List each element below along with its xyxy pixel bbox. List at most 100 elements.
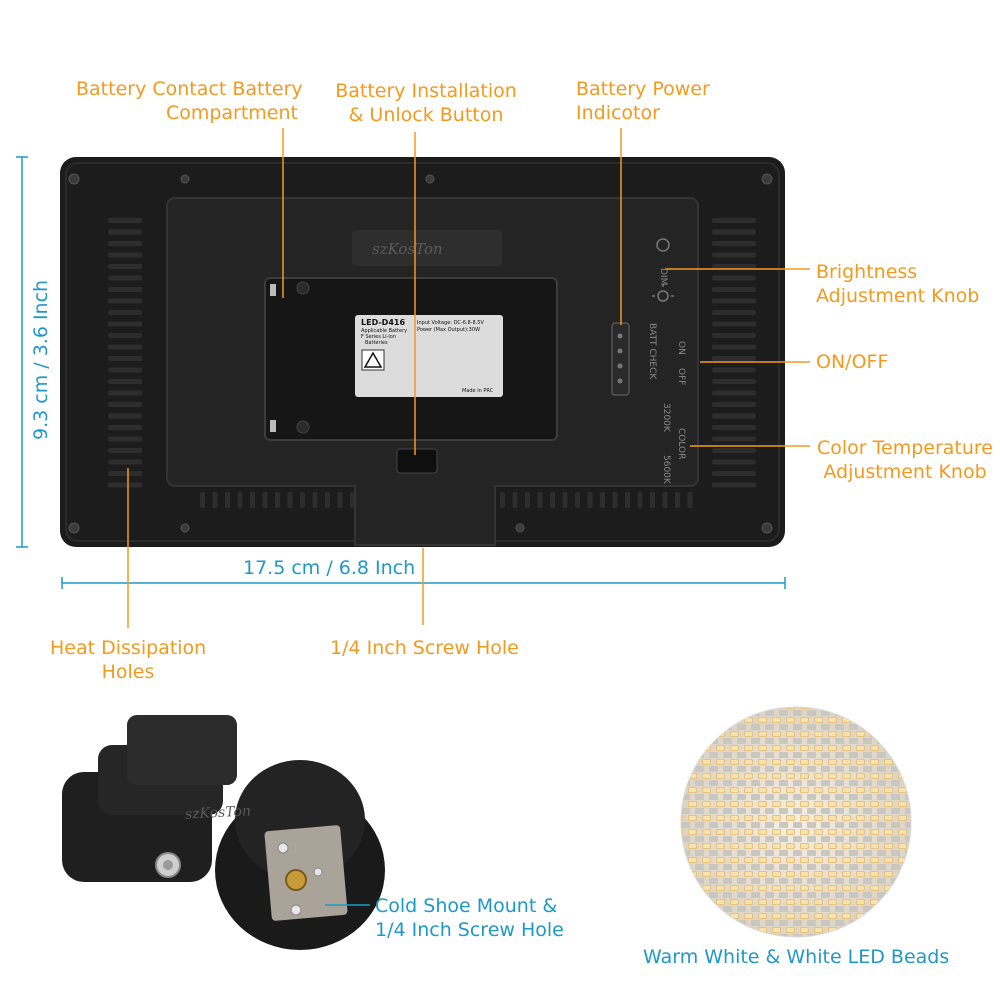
brightness-icons xyxy=(652,238,674,302)
vent-slot xyxy=(108,402,142,407)
vent-slot xyxy=(712,275,756,281)
vent-slot xyxy=(525,492,530,508)
vent-slot xyxy=(712,264,756,269)
vent-slot xyxy=(108,252,142,258)
vent-slot xyxy=(108,344,142,350)
unlock-button xyxy=(396,448,438,474)
label-on-off: ON/OFF xyxy=(816,351,889,373)
vent-slot xyxy=(675,492,680,508)
vent-slot xyxy=(712,436,756,442)
sticker-battery-type: F Series Li-ion xyxy=(361,334,397,340)
switch-label-on: ON xyxy=(676,341,686,355)
vent-slot xyxy=(108,356,142,361)
vent-slot xyxy=(712,390,756,396)
cold-shoe-mount xyxy=(62,715,385,950)
vent-slot xyxy=(712,413,756,419)
vent-slot xyxy=(712,298,756,304)
switch-label-color: COLOR xyxy=(676,428,686,460)
vent-slot xyxy=(108,275,142,281)
vent-slot xyxy=(712,310,756,315)
vent-slot xyxy=(712,333,756,338)
vent-slot xyxy=(200,492,205,508)
label-battery-install: Battery Installation & Unlock Button xyxy=(335,80,517,126)
vent-slot xyxy=(108,390,142,396)
switch-label-5600k: 5600K xyxy=(661,455,671,484)
vent-slot xyxy=(108,459,142,465)
vent-slot xyxy=(500,492,505,508)
vent-slot xyxy=(712,402,756,407)
vent-slot xyxy=(650,492,655,508)
vent-slot xyxy=(250,492,255,508)
vent-slot xyxy=(287,492,293,508)
label-battery-power: Battery Power Indicotor xyxy=(576,78,710,124)
corner-screws xyxy=(68,173,773,534)
label-color-temp: Color Temperature Adjustment Knob xyxy=(816,437,993,483)
sticker-voltage: Input Voltage: DC-6.8-8.5V xyxy=(417,320,484,326)
vent-slot xyxy=(712,448,756,453)
vent-slot xyxy=(275,492,280,508)
label-heat: Heat Dissipation Holes xyxy=(50,637,207,683)
vent-slot xyxy=(712,379,756,384)
label-led-beads: Warm White & White LED Beads xyxy=(643,946,950,968)
vent-slot xyxy=(108,482,142,488)
vent-slot xyxy=(237,492,243,508)
heat-vents-left xyxy=(108,218,142,488)
vent-slot xyxy=(537,492,543,508)
vent-slot xyxy=(312,492,318,508)
model-text: LED-D416 xyxy=(361,318,406,327)
vent-slot xyxy=(712,287,756,292)
vent-slot xyxy=(108,321,142,327)
vent-slot xyxy=(712,482,756,488)
vent-slot xyxy=(712,218,756,223)
label-cold-shoe: Cold Shoe Mount & 1/4 Inch Screw Hole xyxy=(375,895,564,941)
vent-slot xyxy=(108,264,142,269)
vent-slot xyxy=(712,471,756,476)
brand-plate xyxy=(352,230,502,266)
vent-slot xyxy=(612,492,618,508)
leader-lines xyxy=(127,128,810,628)
vent-slot xyxy=(712,241,756,246)
vent-slot xyxy=(712,356,756,361)
vent-slot xyxy=(108,241,142,246)
vent-slot xyxy=(575,492,580,508)
vent-slot xyxy=(687,492,693,508)
label-battery-contact: Battery Contact Battery Compartment xyxy=(76,78,303,124)
vent-slot xyxy=(712,321,756,327)
vent-slot xyxy=(637,492,643,508)
dimension-height: 9.3 cm / 3.6 Inch xyxy=(30,279,52,440)
switch-label-dim: DIM xyxy=(658,268,668,286)
vent-slot xyxy=(108,298,142,304)
vent-slot xyxy=(662,492,668,508)
led-beads-closeup xyxy=(681,707,911,937)
vent-slot xyxy=(512,492,518,508)
vent-slot xyxy=(300,492,305,508)
vent-slot xyxy=(108,413,142,419)
label-brightness: Brightness Adjustment Knob xyxy=(816,261,980,307)
vent-slot xyxy=(108,218,142,223)
vent-slot xyxy=(108,379,142,384)
vent-slot xyxy=(108,367,142,373)
vent-slot xyxy=(550,492,555,508)
vent-slot xyxy=(108,448,142,453)
switch-label-batt-check: BATT CHECK xyxy=(647,323,657,380)
vent-slot xyxy=(108,310,142,315)
brand-text: szKosTon xyxy=(372,240,443,258)
label-screw-hole: 1/4 Inch Screw Hole xyxy=(330,637,519,659)
vent-slot xyxy=(562,492,568,508)
vent-slot xyxy=(225,492,230,508)
vent-slot xyxy=(712,344,756,350)
sticker-batteries: Batteries xyxy=(365,340,388,346)
vent-slot xyxy=(712,367,756,373)
vent-slot xyxy=(625,492,630,508)
vent-slot xyxy=(712,459,756,465)
spec-sticker xyxy=(355,315,503,397)
sticker-made-in: Made in PRC xyxy=(462,388,494,394)
vent-slot xyxy=(108,425,142,430)
vent-slot xyxy=(712,229,756,235)
dimension-width: 17.5 cm / 6.8 Inch xyxy=(243,557,416,579)
switch-label-3200k: 3200K xyxy=(661,403,671,432)
vent-slot xyxy=(108,436,142,442)
vent-slot xyxy=(325,492,330,508)
vent-slot xyxy=(600,492,605,508)
